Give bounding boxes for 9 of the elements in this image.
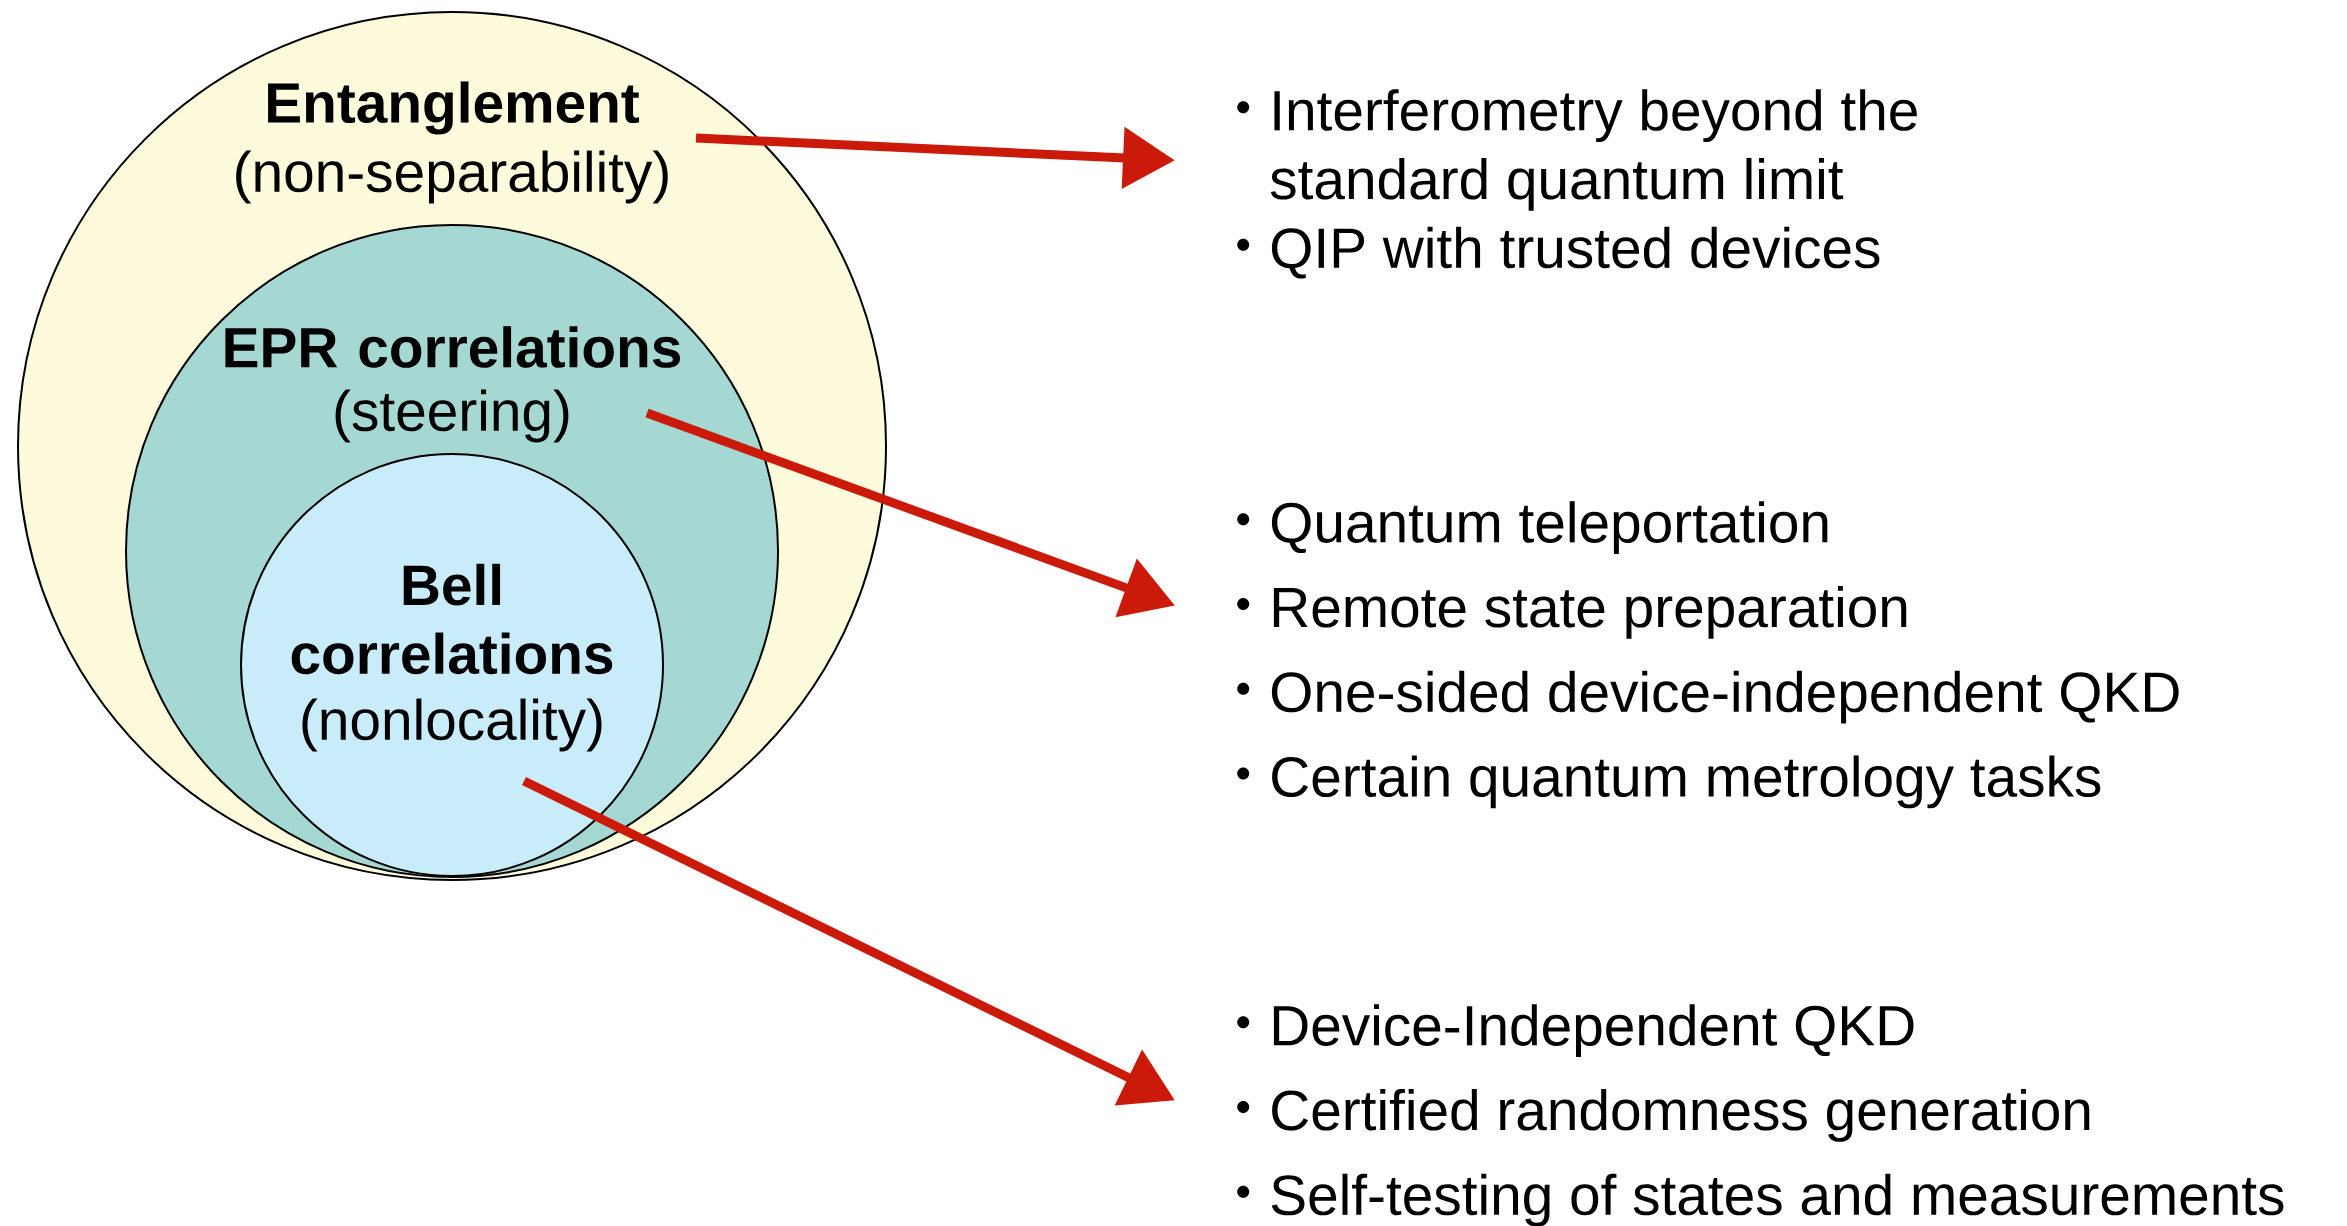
list-item: Quantum teleportation bbox=[1271, 501, 1828, 555]
list-item: One-sided device-independent QKD bbox=[1271, 670, 2179, 724]
list-item: Certified randomness generation bbox=[1272, 1088, 2090, 1142]
list-item: Remote state preparation bbox=[1273, 585, 1907, 639]
list-item: Device-Independent QKD bbox=[1273, 1004, 1914, 1058]
list-item: Interferometry beyond the standard quantum limit bbox=[1270, 89, 1917, 211]
list-item: QIP with trusted devices bbox=[1271, 226, 1880, 279]
list-item: Self-testing of states and measurements bbox=[1271, 1173, 2284, 1226]
list-item: Certain quantum metrology tasks bbox=[1272, 755, 2101, 809]
